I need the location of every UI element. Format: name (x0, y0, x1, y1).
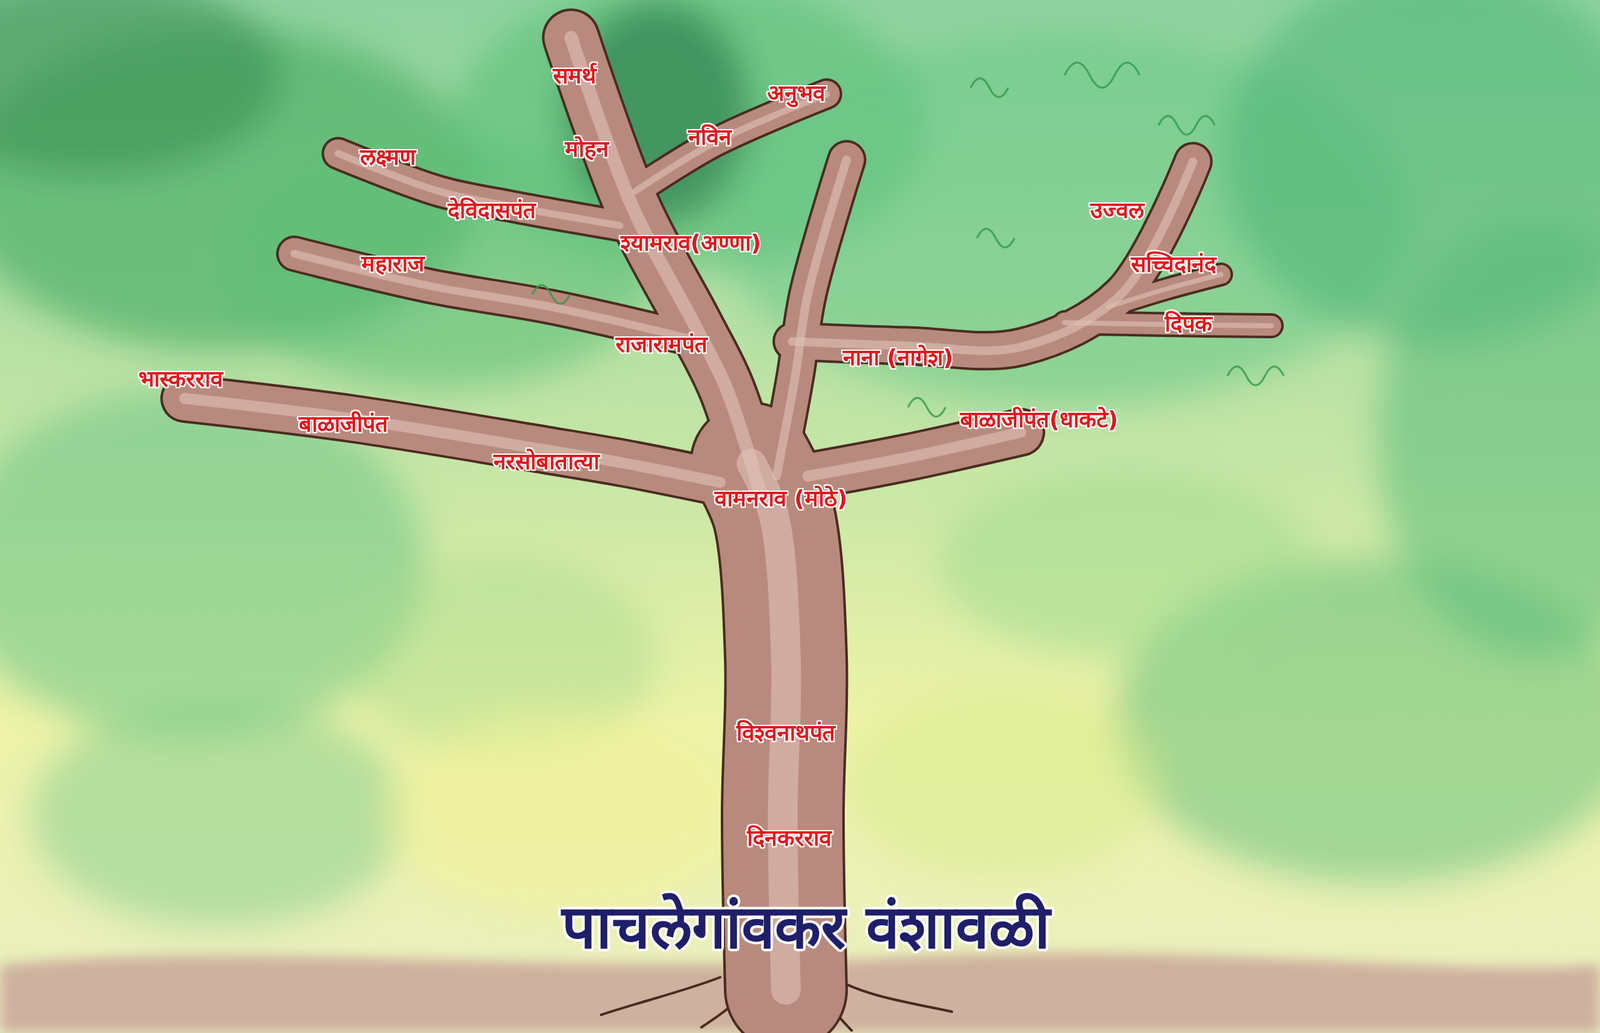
person-name: नरसोबातात्या (493, 445, 600, 476)
person-name: बाळाजीपंत (298, 407, 389, 439)
branch (635, 93, 827, 191)
person-name: बाळाजीपंत(धाकटे) (960, 403, 1119, 434)
person-name: विश्वनाथपंत (736, 716, 836, 748)
title: पाचलेगांवकर वंशावळी (561, 882, 1051, 966)
person-name: सच्चिदानंद (1130, 247, 1217, 279)
person-name: दिनकरराव (747, 821, 832, 853)
person-name: श्यामराव(अण्णा) (620, 226, 762, 258)
person-name: वामनराव (मोठे) (714, 482, 848, 513)
branch (807, 432, 1021, 476)
branch-outline (571, 37, 761, 495)
twig-scribbles (532, 62, 1284, 417)
branch-highlight (635, 93, 827, 191)
branch-outline (807, 432, 1021, 476)
person-name: नाना (नागेश) (842, 341, 954, 372)
person-name: समर्थ (552, 59, 597, 91)
person-name: लक्ष्मण (360, 140, 416, 172)
branch (294, 253, 689, 339)
person-name: देविदासपंत (447, 194, 537, 225)
person-name: मोहन (564, 132, 609, 164)
person-name: भास्करराव (138, 362, 223, 394)
person-name: उज्वल (1090, 194, 1145, 225)
branch (184, 398, 721, 483)
person-name: अनुभव (767, 77, 826, 108)
branch-highlight (776, 159, 847, 476)
person-name: राजारामपंत (615, 328, 708, 359)
branch-outline (635, 93, 827, 191)
person-name: नविन (688, 120, 732, 152)
branch-highlight (1108, 274, 1222, 307)
branch-outline (776, 159, 847, 476)
tree-branches (184, 37, 1272, 990)
branch-highlight (184, 398, 721, 483)
branch-highlight (571, 37, 761, 495)
branch-outline (294, 253, 689, 339)
branch-highlight (294, 253, 689, 339)
branch-highlight (807, 432, 1021, 476)
person-name: महाराज (361, 247, 425, 279)
person-name: दिपक (1164, 307, 1213, 339)
branch-outline (184, 398, 721, 483)
branch (776, 159, 847, 476)
branch (571, 37, 761, 495)
